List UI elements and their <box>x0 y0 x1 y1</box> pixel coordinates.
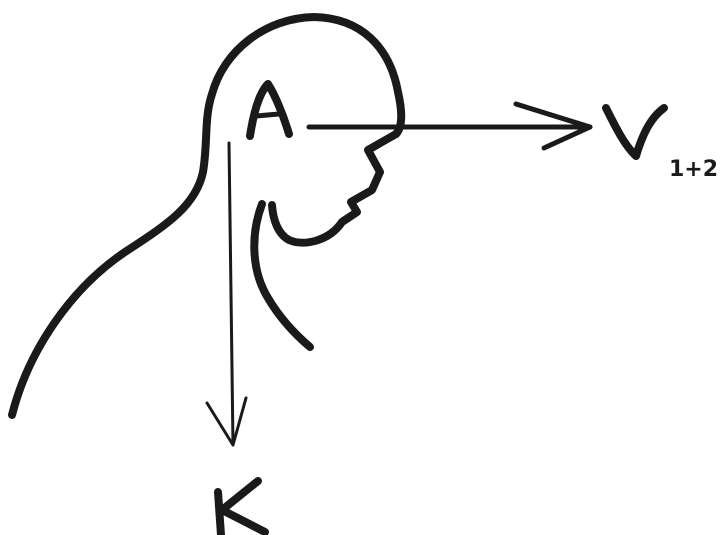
face-profile <box>272 134 396 243</box>
label-subscript: 1+2 <box>669 157 718 182</box>
neck-front <box>254 204 310 347</box>
label-a-glyph <box>250 84 289 136</box>
arrow-down-shaft <box>229 143 233 445</box>
head-outline <box>12 17 401 415</box>
label-k-glyph <box>218 481 265 535</box>
label-v-glyph <box>606 108 664 156</box>
arrow-down-head <box>207 398 246 445</box>
